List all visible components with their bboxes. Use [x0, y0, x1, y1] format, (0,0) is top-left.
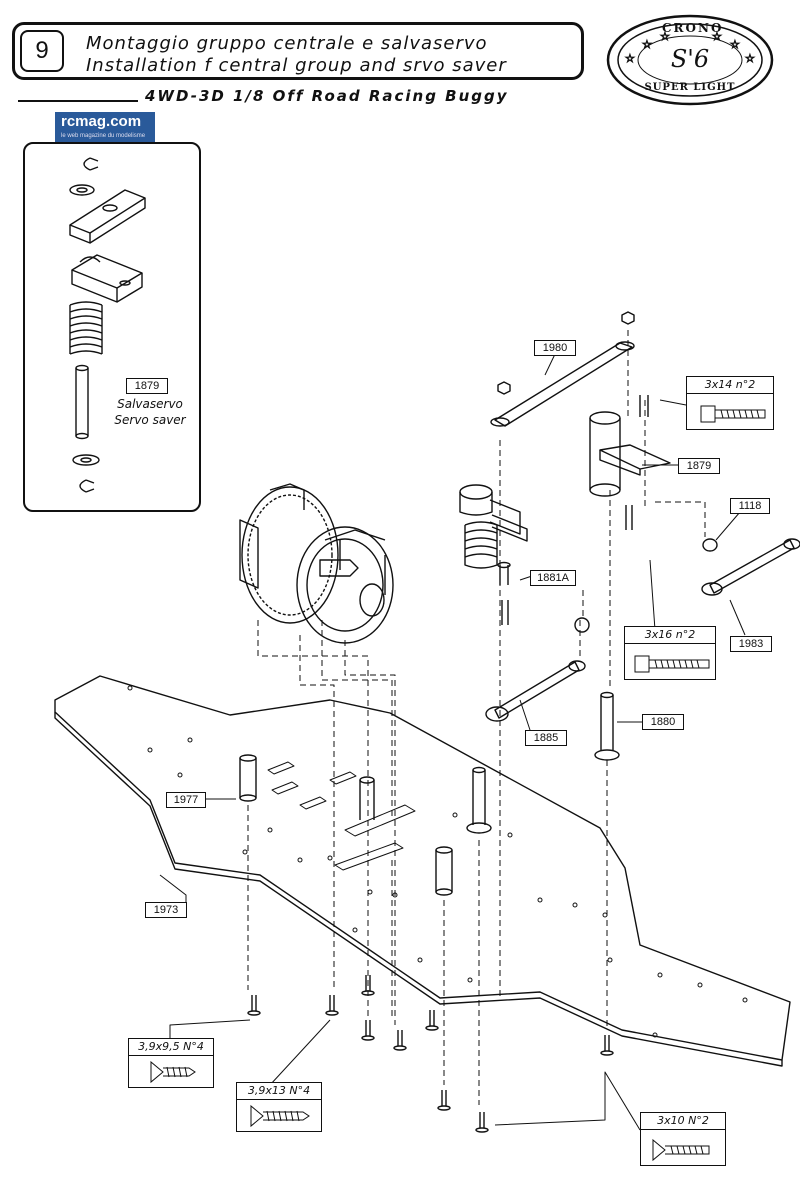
svg-text:☆: ☆ — [625, 53, 635, 65]
rcmag-site: rcmag.com — [61, 113, 142, 130]
inset-parts — [69, 157, 146, 493]
ball-link — [701, 538, 800, 596]
logo-brand-top: CRONO — [662, 21, 724, 35]
crono-logo: ☆ ☆ ☆ ☆ ☆ ☆ — [606, 14, 774, 106]
callout-1973: 1973 — [145, 902, 187, 918]
bellcrank — [589, 395, 671, 530]
screw-3x14-icon — [700, 405, 766, 423]
callout-1881a: 1881A — [530, 570, 576, 586]
rcmag-tagline: le web magazine du modelisme — [61, 133, 146, 139]
screw-39x95-icon — [150, 1060, 196, 1084]
svg-text:☆: ☆ — [642, 39, 652, 51]
callout-1977: 1977 — [166, 792, 206, 808]
spec-screw-3x14-label: 3x14 n°2 — [687, 377, 773, 394]
spec-screw-3x16-label: 3x16 n°2 — [625, 627, 715, 644]
center-differential — [239, 483, 394, 644]
svg-text:☆: ☆ — [730, 39, 740, 51]
spec-screw-3x14: 3x14 n°2 — [686, 376, 774, 430]
screw-3x10-icon — [652, 1138, 710, 1162]
spec-screw-3x16: 3x16 n°2 — [624, 626, 716, 680]
svg-text:☆: ☆ — [745, 53, 755, 65]
callout-1879: 1879 — [678, 458, 720, 474]
logo-brand-bottom: SUPER LIGHT — [644, 82, 736, 93]
callout-1885: 1885 — [525, 730, 567, 746]
svg-text:☆: ☆ — [660, 31, 670, 43]
spec-screw-3x10-label: 3x10 N°2 — [641, 1113, 725, 1130]
callout-1118: 1118 — [730, 498, 770, 514]
callout-inset-1879: 1879 — [126, 378, 168, 394]
servo-linkage — [485, 617, 590, 722]
spec-screw-3x10: 3x10 N°2 — [640, 1112, 726, 1166]
posts — [239, 691, 620, 896]
steering-link — [490, 311, 635, 427]
svg-text:☆: ☆ — [712, 31, 722, 43]
rcmag-watermark: rcmag.com le web magazine du modelisme — [55, 112, 155, 142]
header-frame — [12, 22, 584, 80]
spec-screw-39x95: 3,9x9,5 N°4 — [128, 1038, 214, 1088]
screw-39x13-icon — [250, 1104, 310, 1128]
callout-1880: 1880 — [642, 714, 684, 730]
assembly-lines — [247, 330, 706, 1105]
subtitle: 4WD-3D 1/8 Off Road Racing Buggy — [145, 87, 509, 105]
title-english: Installation f central group and srvo sa… — [86, 55, 507, 76]
servo-saver-inset — [23, 142, 201, 512]
servo-saver-assembly — [459, 484, 528, 625]
logo-model: S'6 — [670, 45, 710, 73]
title-italian: Montaggio gruppo centrale e salvaservo — [86, 33, 488, 54]
callout-1980: 1980 — [534, 340, 576, 356]
step-number: 9 — [20, 30, 64, 72]
inset-caption-en: Servo saver — [114, 413, 186, 427]
subtitle-rule — [18, 100, 138, 102]
inset-caption-it: Salvaservo — [117, 397, 183, 411]
spec-screw-39x95-label: 3,9x9,5 N°4 — [129, 1039, 213, 1056]
spec-screw-39x13: 3,9x13 N°4 — [236, 1082, 322, 1132]
spec-screw-39x13-label: 3,9x13 N°4 — [237, 1083, 321, 1100]
screw-3x16-icon — [634, 655, 710, 673]
callout-1983: 1983 — [730, 636, 772, 652]
chassis-plate — [54, 675, 791, 1067]
